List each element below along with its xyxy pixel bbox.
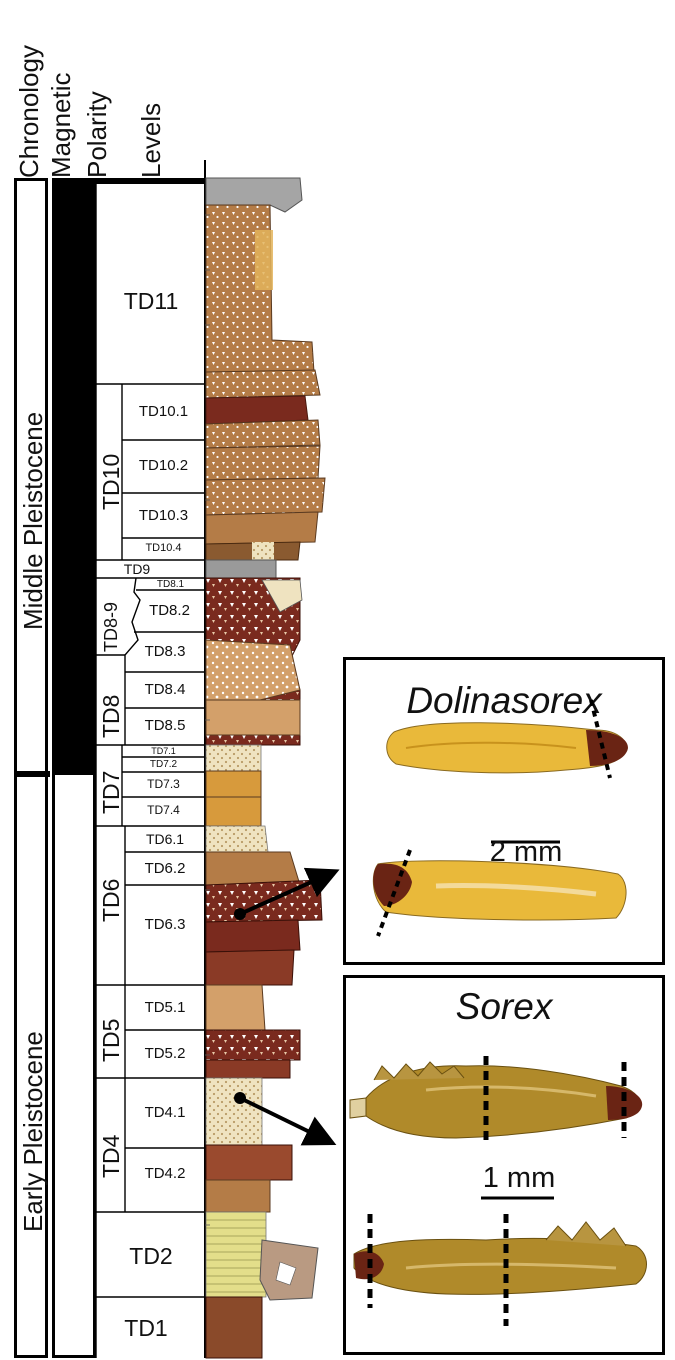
dolinasorex-arrow (234, 876, 325, 920)
sorex-arrow (234, 1092, 322, 1138)
sorex-scale-label: 1 mm (474, 1162, 564, 1195)
dolinasorex-specimens (346, 660, 662, 962)
sorex-panel: Sorex 1 mm (343, 975, 665, 1355)
dolinasorex-scale-label: 2 mm (486, 836, 566, 869)
dolinasorex-panel: Dolinasorex 2 mm (343, 657, 665, 965)
